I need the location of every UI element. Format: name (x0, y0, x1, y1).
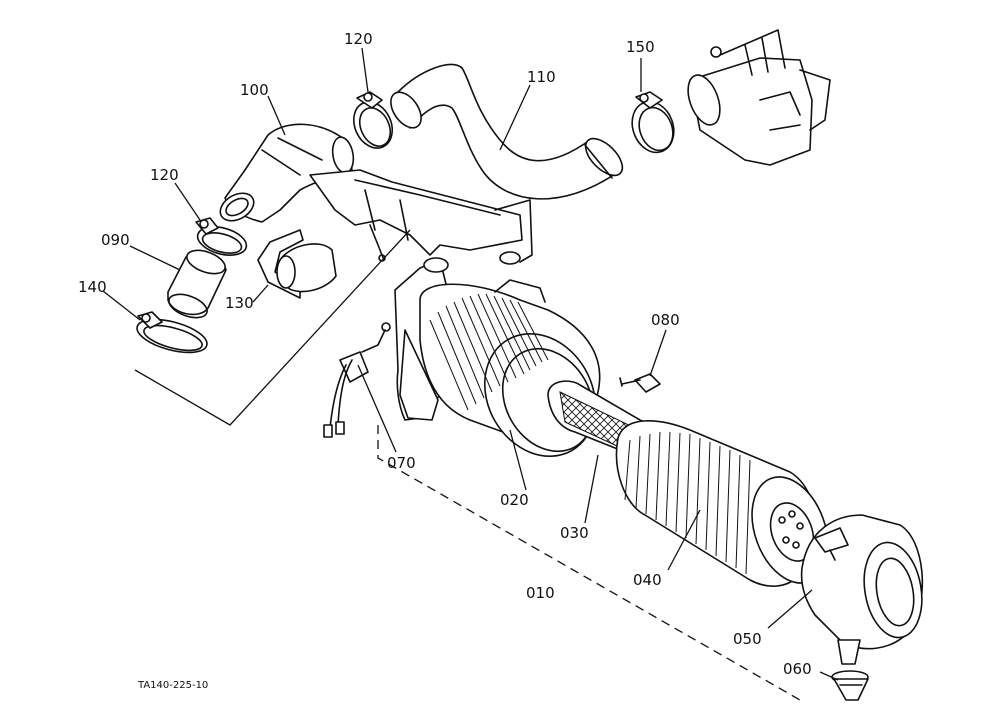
diagram-reference-code: TA140-225-10 (137, 680, 208, 691)
label-110: 110 (527, 68, 556, 86)
short-hose-090 (167, 249, 227, 319)
leader-110 (499, 84, 531, 151)
leader-060 (819, 671, 839, 681)
assembly-010-group-line (377, 425, 801, 701)
label-120-lower: 120 (150, 166, 179, 184)
label-150: 150 (626, 38, 655, 56)
evacuator-valve-060 (831, 670, 869, 701)
mounting-bracket (309, 169, 533, 265)
leader-140 (102, 290, 141, 321)
leader-120a (361, 47, 369, 93)
leader-040 (667, 509, 701, 571)
rubber-elbow-100 (219, 123, 355, 223)
label-050: 050 (733, 630, 762, 648)
leader-130 (252, 284, 269, 303)
label-010: 010 (526, 584, 555, 602)
leader-070 (357, 364, 397, 453)
label-120-top: 120 (344, 30, 373, 48)
label-040: 040 (633, 571, 662, 589)
leader-050 (767, 589, 813, 629)
hose-clamp-120-lower (195, 217, 248, 256)
hose-clamp-120-top (352, 91, 394, 149)
hose-clamp-140 (136, 311, 208, 354)
label-090: 090 (101, 231, 130, 249)
leader-100 (267, 95, 286, 136)
label-130: 130 (225, 294, 254, 312)
hose-clamp-150 (631, 91, 675, 154)
label-140: 140 (78, 278, 107, 296)
label-100: 100 (240, 81, 269, 99)
label-070: 070 (387, 454, 416, 472)
hose-cover-130 (257, 229, 337, 299)
label-030: 030 (560, 524, 589, 542)
leader-030 (584, 454, 599, 524)
pressure-switch-070 (323, 322, 391, 438)
intake-hose-110 (390, 63, 624, 200)
label-020: 020 (500, 491, 529, 509)
leader-020 (509, 429, 527, 491)
leader-090 (129, 245, 181, 271)
leader-120b (174, 182, 201, 221)
label-060: 060 (783, 660, 812, 678)
air-cleaner-body-020 (394, 257, 601, 458)
engine-intake-flange (687, 29, 831, 166)
dust-cup-050 (800, 514, 924, 665)
label-080: 080 (651, 311, 680, 329)
bolt-080 (619, 373, 661, 393)
group-bracket-line (134, 229, 411, 426)
leader-080 (649, 329, 667, 377)
